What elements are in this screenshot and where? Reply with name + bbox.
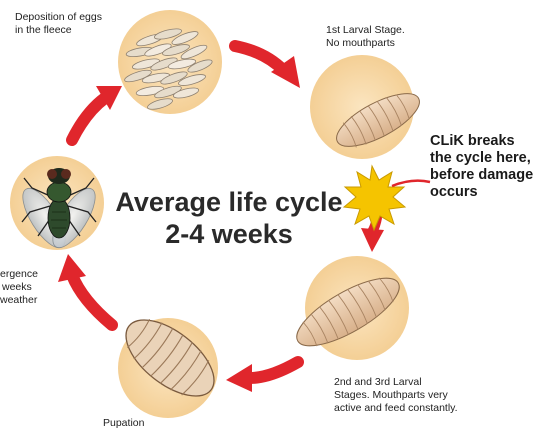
larva23-label: 2nd and 3rd Larval Stages. Mouthparts ve… xyxy=(334,376,458,415)
larva23-label-line1: 2nd and 3rd Larval xyxy=(334,376,458,389)
arrow-pupa-to-fly-head xyxy=(58,254,86,282)
pupation-label: Pupation xyxy=(103,417,144,430)
callout-pointer xyxy=(392,181,430,186)
pupation-label-line1: Pupation xyxy=(103,417,144,430)
eggs-label-line1: Deposition of eggs xyxy=(15,11,102,24)
clik-callout-line3: before damage xyxy=(430,167,533,184)
clik-callout-line4: occurs xyxy=(430,184,533,201)
emergence-label-line1: ergence xyxy=(0,268,38,281)
cycle-title: Average life cycle 2-4 weeks xyxy=(84,186,374,250)
arrow-larva23-to-pupa-head xyxy=(226,364,252,392)
clik-callout-line1: CLiK breaks xyxy=(430,133,533,150)
eggs-label: Deposition of eggs in the fleece xyxy=(15,11,102,37)
larva1-label-line2: No mouthparts xyxy=(326,37,405,50)
larva1-label: 1st Larval Stage. No mouthparts xyxy=(326,24,405,50)
larva23-label-line2: Stages. Mouthparts very xyxy=(334,389,458,402)
clik-callout-line2: the cycle here, xyxy=(430,150,533,167)
cycle-title-line2: 2-4 weeks xyxy=(84,218,374,250)
eggs-label-line2: in the fleece xyxy=(15,24,102,37)
arrow-eggs-to-larva1 xyxy=(235,46,283,70)
cycle-title-line1: Average life cycle xyxy=(84,186,374,218)
emergence-label-line2: weeks xyxy=(0,281,38,294)
arrow-larva23-to-pupa xyxy=(250,362,298,378)
larva23-label-line3: active and feed constantly. xyxy=(334,402,458,415)
arrow-pupa-to-fly xyxy=(72,275,112,325)
arrow-fly-to-eggs xyxy=(72,98,105,140)
emergence-label-line3: weather xyxy=(0,294,38,307)
clik-callout: CLiK breaks the cycle here, before damag… xyxy=(430,133,533,201)
larva1-label-line1: 1st Larval Stage. xyxy=(326,24,405,37)
emergence-label: ergence weeks weather xyxy=(0,268,38,307)
